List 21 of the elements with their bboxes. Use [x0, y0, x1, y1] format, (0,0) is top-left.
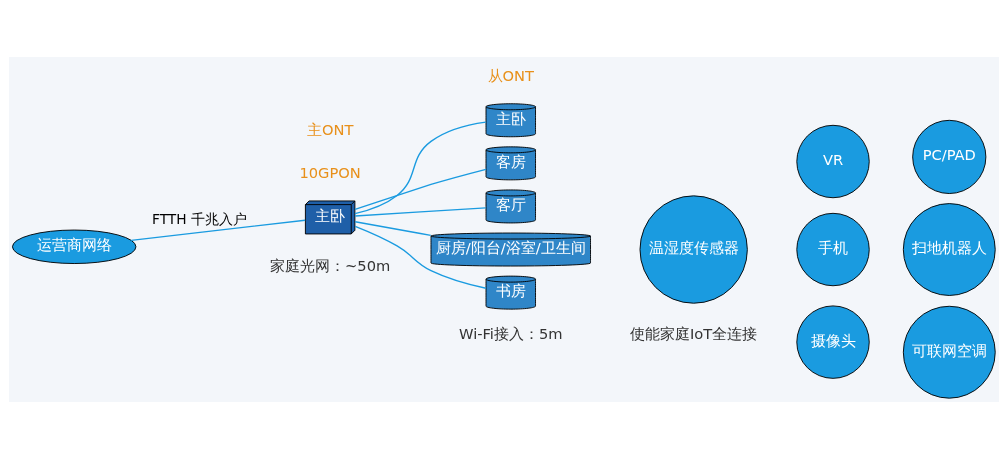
connector: [354, 121, 487, 215]
connector: [354, 221, 432, 237]
node-circle: 温湿度传感器: [639, 195, 748, 304]
label: 主ONT: [306, 120, 354, 138]
node-circle: 摄像头: [796, 305, 870, 379]
edge-label: FTTH 千兆入户: [152, 210, 247, 227]
node-circle: 手机: [796, 212, 870, 287]
label: 从ONT: [487, 66, 534, 84]
connector: [354, 168, 487, 211]
label: 使能家庭IoT全连接: [630, 325, 758, 343]
label: Wi-Fi接入：5m: [458, 325, 563, 343]
connector: [130, 219, 306, 241]
label: 10GPON: [299, 163, 361, 181]
connector: [354, 207, 487, 217]
node-circle: 扫地机器人: [902, 203, 996, 296]
connector: [354, 225, 487, 289]
node-circle: VR: [796, 124, 870, 199]
node-circle: 可联网空调: [902, 305, 996, 399]
node-circle: PC/PAD: [912, 119, 987, 194]
node-ellipse: 运营商网络: [12, 229, 137, 264]
label: 家庭光网：~50m: [270, 257, 391, 275]
